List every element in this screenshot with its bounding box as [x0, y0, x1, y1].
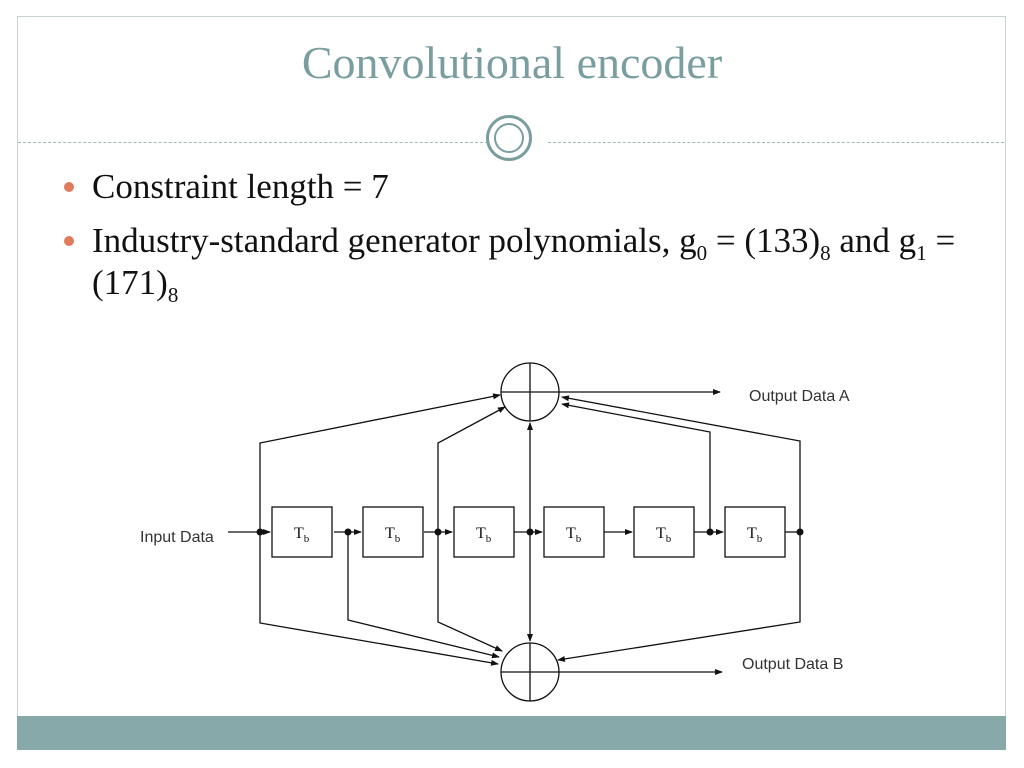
bullet-text-part: Industry-standard generator polynomials,… [92, 221, 697, 260]
taps-to-output-b [259, 532, 801, 666]
output-data-a-label: Output Data A [749, 388, 850, 405]
encoder-diagram: Tb Tb Tb Tb Tb Tb Input Data Output Data A Ou… [140, 362, 850, 702]
bullet-generator-polynomials: Industry-standard generator polynomials,… [62, 220, 962, 307]
bullet-text-part: = (171) [92, 221, 956, 302]
shift-registers: Tb Tb Tb Tb Tb Tb [271, 506, 786, 558]
junction-dots [256, 528, 804, 536]
divider-ring-ornament [486, 115, 532, 161]
subscript: 8 [167, 283, 179, 307]
bullet-text-part: and g [830, 221, 917, 260]
subscript: 1 [916, 241, 927, 265]
bullet-constraint-length: Constraint length = 7 [62, 166, 962, 208]
divider-ring-inner [494, 123, 524, 153]
slide-title: Convolutional encoder [301, 37, 723, 88]
bottom-band [17, 716, 1006, 750]
subscript: 8 [820, 241, 831, 265]
title-divider-right [548, 142, 1004, 143]
shift-register-5: Tb [633, 506, 695, 558]
shift-register-3: Tb [453, 506, 515, 558]
shift-register-2: Tb [362, 506, 424, 558]
shift-register-1: Tb [271, 506, 333, 558]
bullet-text-part: = (133) [707, 221, 821, 260]
bullet-text: Constraint length = 7 [92, 167, 389, 206]
xor-adder-a [500, 362, 560, 422]
shift-register-6: Tb [724, 506, 786, 558]
bullet-marker [64, 236, 74, 246]
taps-to-output-a [259, 393, 801, 532]
subscript: 0 [696, 241, 708, 265]
bullet-list: Constraint length = 7 Industry-standard … [62, 166, 962, 316]
input-data-label: Input Data [140, 529, 214, 546]
title-divider-left [18, 142, 488, 143]
bullet-marker [64, 182, 74, 192]
output-data-b-label: Output Data B [742, 656, 843, 673]
xor-adder-b [500, 642, 560, 702]
shift-register-4: Tb [543, 506, 605, 558]
